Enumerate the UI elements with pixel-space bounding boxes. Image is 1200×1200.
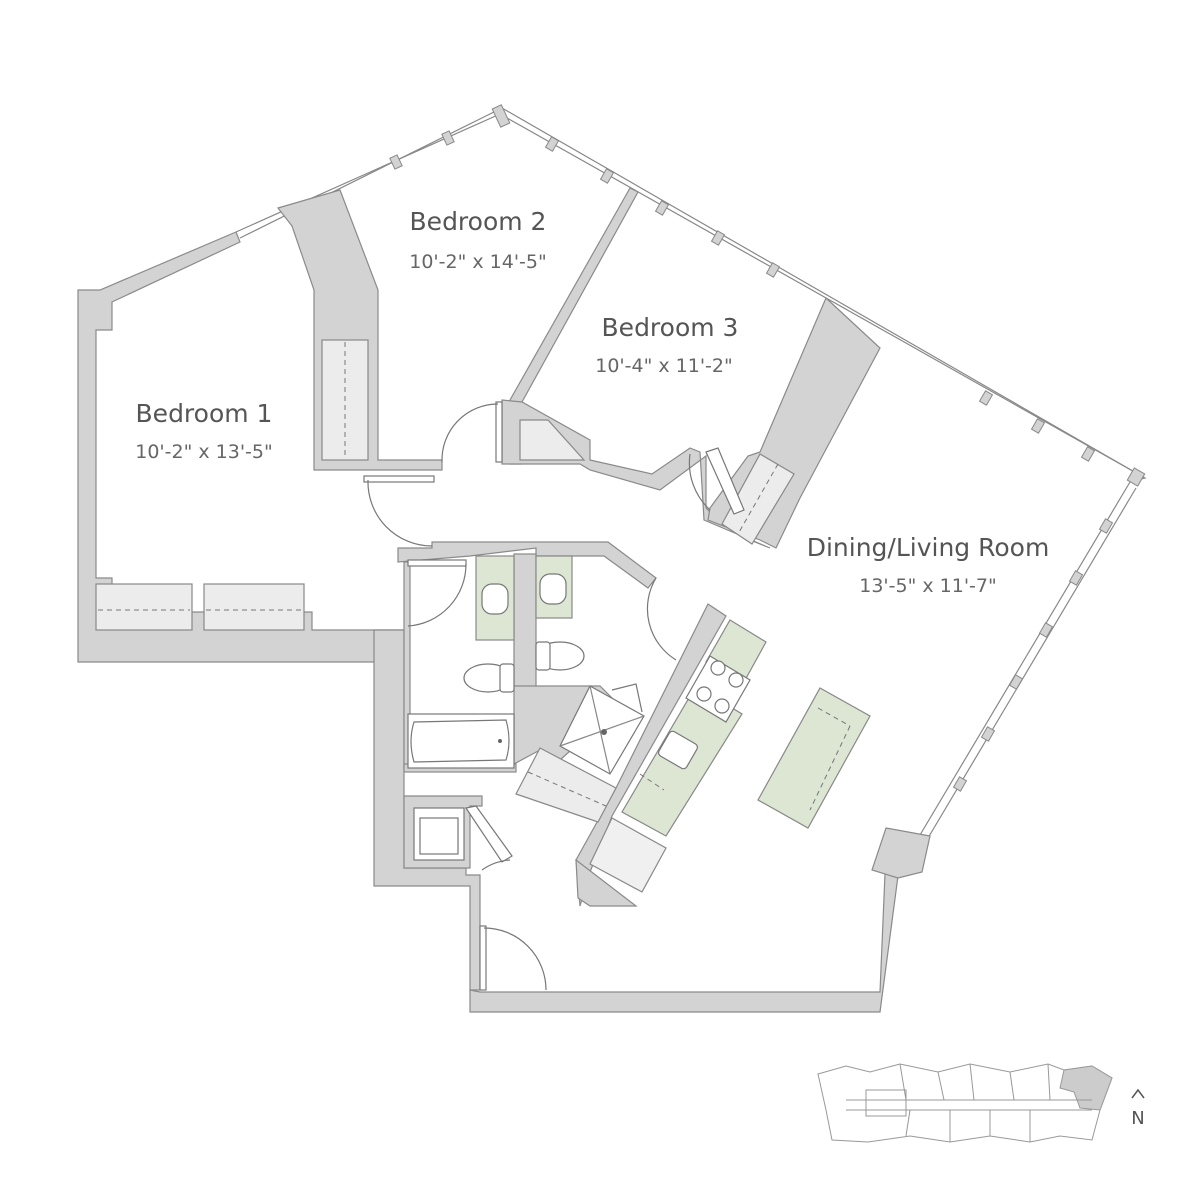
laundry	[413, 807, 465, 861]
sink-icon	[658, 730, 698, 770]
kitchen-island	[757, 687, 871, 829]
bedroom1-closet-right	[203, 583, 305, 631]
bedroom1-dims: 10'-2" x 13'-5"	[135, 441, 273, 463]
bathroom-fixtures	[407, 555, 645, 775]
cooktop-icon	[685, 655, 751, 723]
refrigerator-icon	[589, 817, 667, 893]
bedroom3-name: Bedroom 3	[602, 313, 739, 342]
toilet-icon	[535, 641, 585, 671]
closets	[95, 339, 795, 823]
bedroom1-closet-left	[95, 583, 193, 631]
bedroom3-closet	[519, 419, 586, 461]
north-arrow-icon	[1131, 1088, 1145, 1099]
shower-icon	[559, 685, 645, 775]
toilet-icon	[463, 663, 515, 693]
hall-closet	[515, 747, 617, 823]
living-room-dims: 13'-5" x 11'-7"	[859, 575, 997, 597]
bathtub-icon	[407, 713, 515, 769]
bedroom2-name: Bedroom 2	[410, 207, 547, 236]
bedroom3-dims: 10'-4" x 11'-2"	[595, 355, 733, 377]
doors	[363, 401, 745, 991]
north-label: N	[1131, 1108, 1144, 1129]
curtain-wall	[235, 104, 1147, 839]
room-labels: Bedroom 1 10'-2" x 13'-5" Bedroom 2 10'-…	[135, 207, 1049, 597]
sink-icon	[481, 583, 509, 615]
sink-icon	[539, 573, 567, 605]
bedroom1-name: Bedroom 1	[136, 399, 273, 428]
kitchen	[589, 619, 871, 893]
key-plan	[817, 1063, 1113, 1143]
bedroom2-dims: 10'-2" x 14'-5"	[409, 251, 547, 273]
key-plan-unit-highlight	[1059, 1065, 1113, 1111]
living-room-name: Dining/Living Room	[807, 533, 1050, 562]
north-arrow: N	[1131, 1088, 1145, 1129]
